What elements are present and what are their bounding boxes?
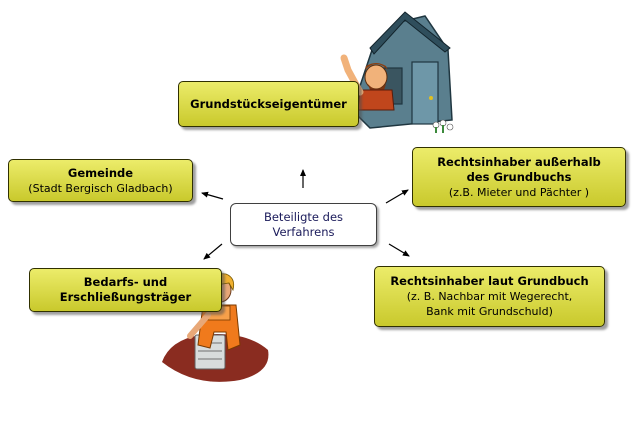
- construction-worker-icon: [162, 273, 269, 382]
- node-eigentuemer-title: Grundstückseigentümer: [190, 96, 347, 111]
- node-laut-title: Rechtsinhaber laut Grundbuch: [390, 274, 589, 288]
- arrow-to-ausserhalb: [385, 189, 409, 204]
- node-ausserhalb-sub: (z.B. Mieter und Pächter ): [448, 185, 590, 199]
- node-traeger-title-2: Erschließungsträger: [59, 290, 192, 304]
- node-ausserhalb-title-1: Rechtsinhaber außerhalb: [437, 154, 601, 169]
- arrow-to-traeger: [203, 243, 223, 260]
- node-gemeinde: Gemeinde (Stadt Bergisch Gladbach): [8, 159, 193, 202]
- arrow-to-gemeinde: [201, 191, 224, 200]
- node-ausserhalb-title-2: des Grundbuchs: [466, 169, 572, 184]
- center-node-beteiligte: Beteiligte des Verfahrens: [230, 203, 377, 246]
- center-line-2: Verfahrens: [272, 224, 335, 239]
- node-bedarfs-erschliessungstraeger: Bedarfs- und Erschließungsträger: [29, 268, 222, 312]
- node-gemeinde-sub: (Stadt Bergisch Gladbach): [28, 181, 173, 195]
- arrow-to-laut: [388, 243, 410, 257]
- node-rechtsinhaber-ausserhalb: Rechtsinhaber außerhalb des Grundbuchs (…: [412, 147, 626, 207]
- node-rechtsinhaber-laut-grundbuch: Rechtsinhaber laut Grundbuch (z. B. Nach…: [374, 266, 605, 327]
- house-with-man-icon: [340, 11, 454, 133]
- node-laut-sub-1: (z. B. Nachbar mit Wegerecht,: [406, 290, 573, 303]
- connector-arrows: [201, 169, 410, 260]
- node-laut-sub-2: Bank mit Grundschuld): [426, 305, 553, 318]
- node-grundstueckseigentuemer: Grundstückseigentümer: [178, 81, 359, 127]
- node-gemeinde-title: Gemeinde: [67, 165, 134, 180]
- center-line-1: Beteiligte des: [263, 209, 344, 224]
- node-traeger-title-1: Bedarfs- und: [83, 275, 168, 289]
